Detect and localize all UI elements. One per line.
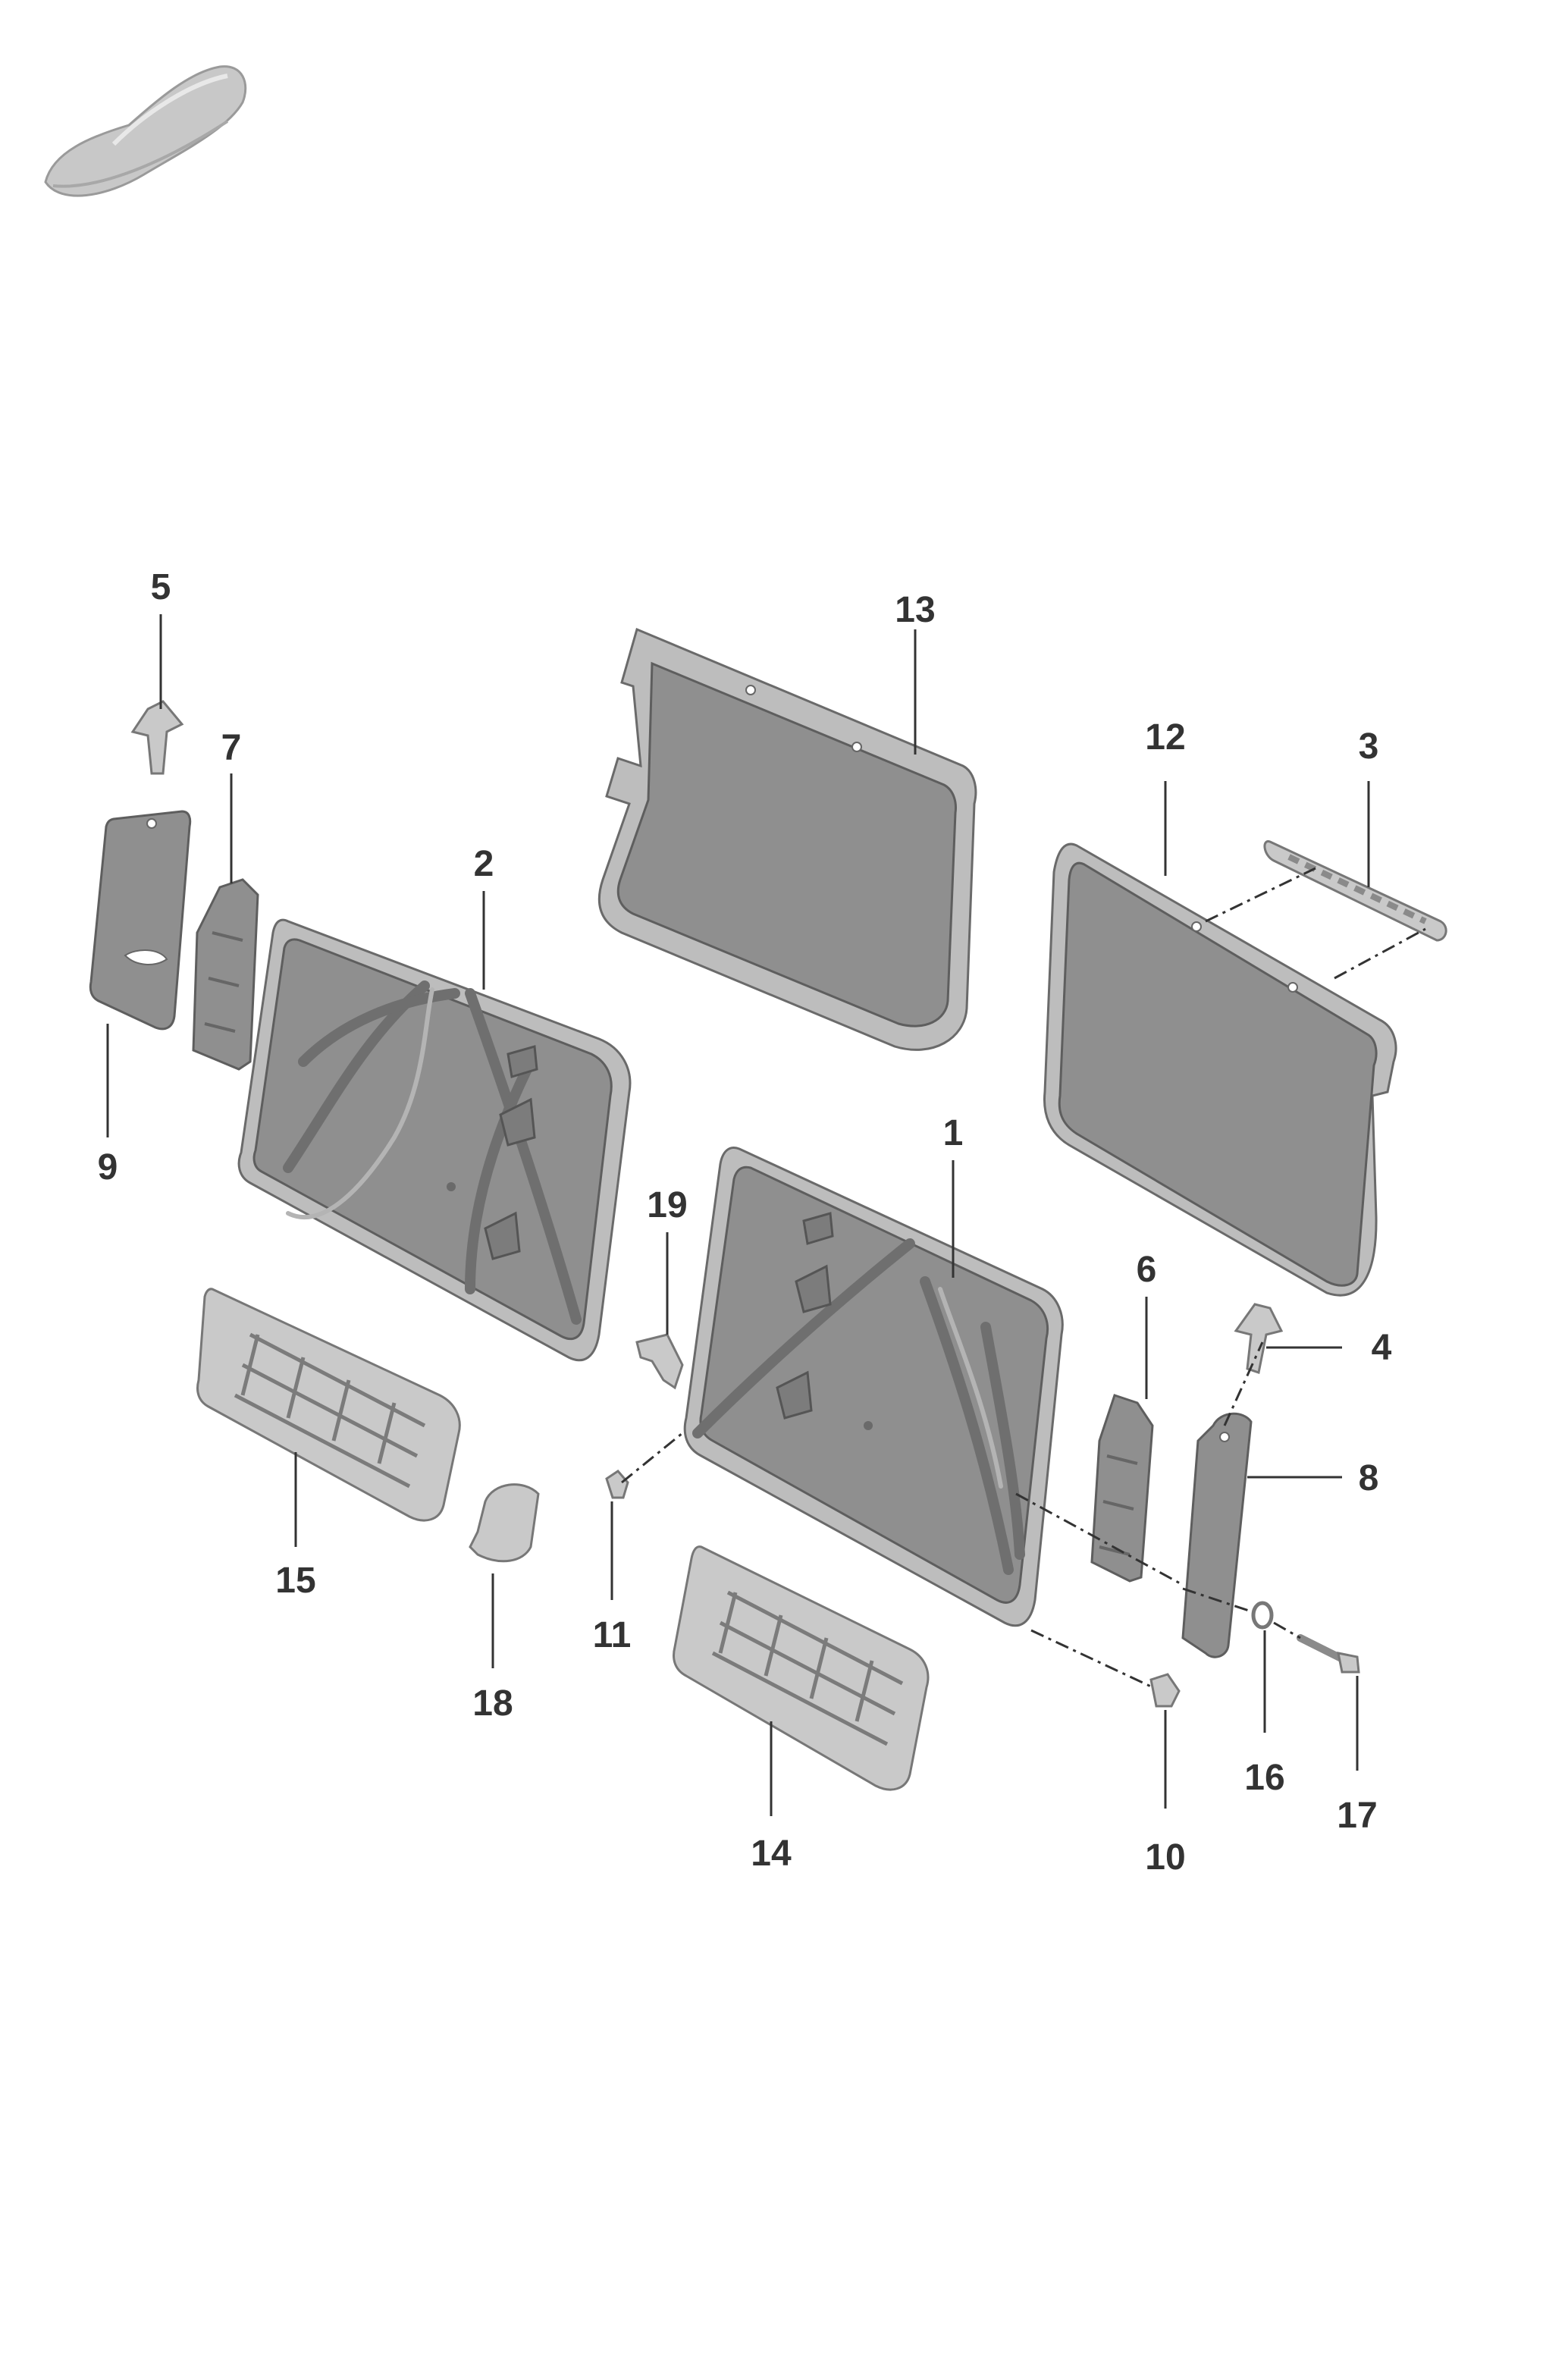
part-4-bracket	[1234, 1303, 1284, 1374]
part-13-backrest-panel	[597, 627, 977, 1051]
callout-18: 18	[472, 1683, 513, 1724]
part-14-lower-cover	[673, 1545, 930, 1791]
callout-labels: 5 7 9 2 13 12 3 1 19 6 4 8 15 18 11 14 1…	[98, 567, 1392, 1878]
callout-13: 13	[895, 590, 935, 630]
callout-14: 14	[751, 1834, 792, 1874]
part-8-side-panel	[1181, 1412, 1253, 1658]
callout-15: 15	[275, 1561, 315, 1601]
callout-10: 10	[1145, 1837, 1185, 1878]
callout-3: 3	[1359, 726, 1379, 767]
callout-16: 16	[1244, 1758, 1284, 1798]
callout-17: 17	[1337, 1796, 1377, 1836]
part-7-hinge-bracket	[192, 878, 259, 1071]
part-1-backrest-frame	[683, 1147, 1064, 1627]
part-6-hinge-bracket	[1090, 1394, 1154, 1583]
part-15-lower-cover	[196, 1288, 461, 1522]
callout-11: 11	[593, 1615, 632, 1655]
part-18-corner-cap	[469, 1483, 540, 1563]
part-19-clip	[635, 1333, 684, 1390]
part-11-pivot-clip	[605, 1470, 629, 1499]
part-17-bolt	[1297, 1634, 1360, 1674]
callout-5: 5	[151, 567, 171, 607]
part-9-side-panel	[89, 810, 192, 1031]
callout-9: 9	[98, 1147, 118, 1188]
callout-1: 1	[943, 1113, 964, 1153]
part-16-washer	[1251, 1601, 1274, 1630]
callout-7: 7	[221, 728, 242, 768]
part-10-pivot-pin	[1149, 1673, 1181, 1708]
callout-6: 6	[1137, 1250, 1157, 1290]
part-2-backrest-frame	[237, 918, 632, 1362]
callout-2: 2	[474, 844, 494, 884]
callout-12: 12	[1145, 717, 1185, 758]
part-5-bracket	[130, 700, 184, 775]
callout-19: 19	[647, 1185, 687, 1225]
callout-8: 8	[1359, 1458, 1379, 1498]
callout-4: 4	[1372, 1328, 1392, 1368]
leader-lines	[106, 614, 1370, 1816]
assembly-lines	[621, 867, 1426, 1689]
part-3-trim-strip	[1263, 840, 1447, 942]
car-thumbnail-icon	[44, 65, 247, 197]
part-12-backrest-panel	[1043, 842, 1397, 1297]
